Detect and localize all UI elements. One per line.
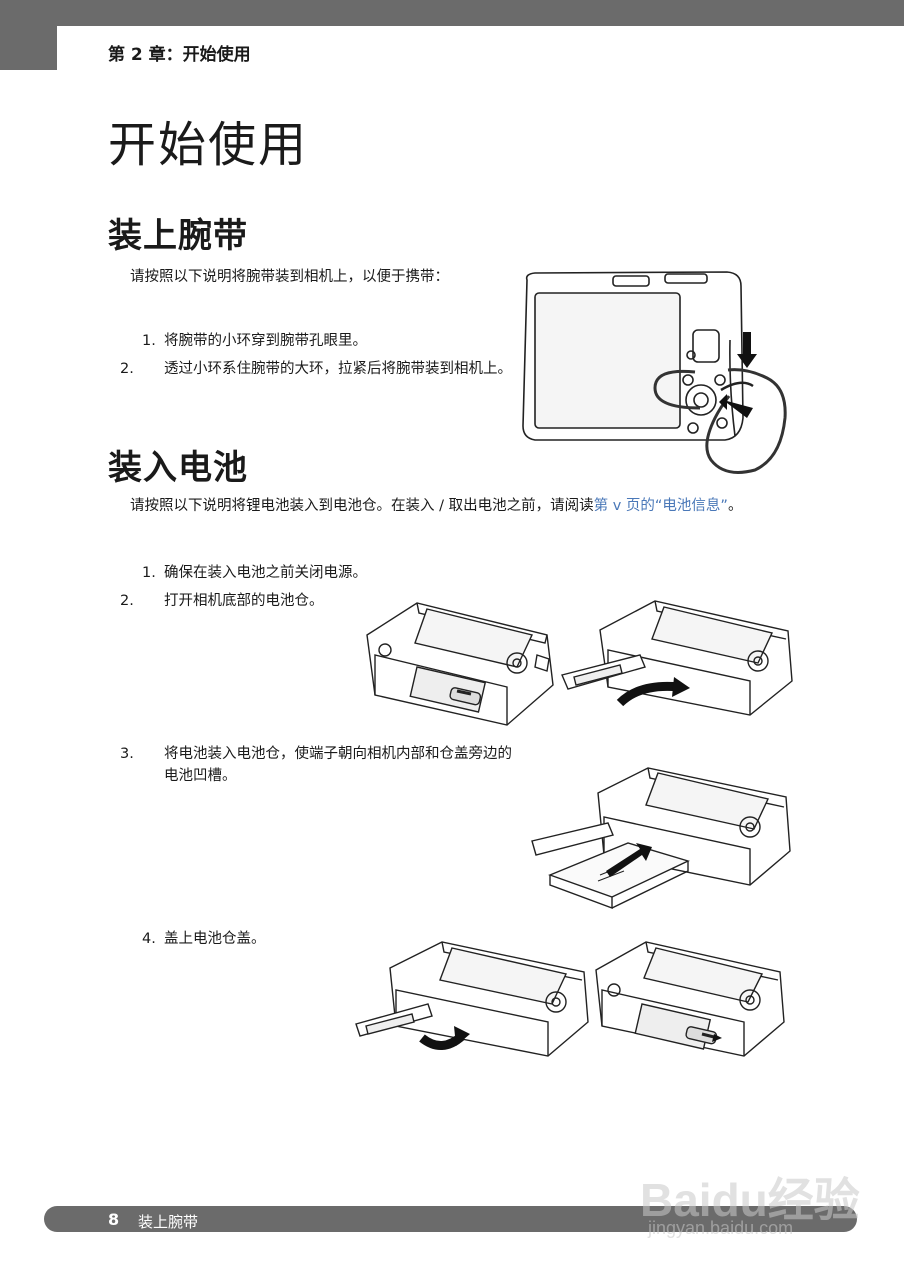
strap-step-1: 1. 将腕带的小环穿到腕带孔眼里。 bbox=[142, 330, 502, 352]
page-title: 开始使用 bbox=[108, 117, 309, 173]
step-text: 盖上电池仓盖。 bbox=[164, 931, 266, 947]
step-text: 打开相机底部的电池仓。 bbox=[164, 593, 324, 609]
battery-step-4: 4. 盖上电池仓盖。 bbox=[142, 928, 342, 950]
battery-step-1: 1. 确保在装入电池之前关闭电源。 bbox=[142, 562, 502, 584]
footer-bar bbox=[44, 1206, 857, 1232]
step-number: 4. bbox=[142, 931, 156, 947]
header-block bbox=[0, 26, 57, 70]
open-compartment-illustration-b bbox=[560, 595, 795, 720]
strap-illustration bbox=[515, 268, 805, 483]
step-number: 1. bbox=[142, 565, 156, 581]
strap-intro: 请按照以下说明将腕带装到相机上，以便于携带： bbox=[130, 269, 449, 285]
step-number: 2. bbox=[120, 593, 134, 609]
header-bar bbox=[0, 0, 904, 26]
step-number: 3. bbox=[120, 746, 134, 762]
baidu-watermark: Baidu经验 jingyan.baidu.com bbox=[640, 1150, 860, 1245]
battery-info-link[interactable]: 第 v 页的“电池信息” bbox=[593, 498, 728, 514]
step-number: 1. bbox=[142, 333, 156, 349]
strap-step-2: 2. 透过小环系住腕带的大环，拉紧后将腕带装到相机上。 bbox=[120, 358, 519, 380]
footer-page-number: 8 bbox=[108, 1210, 120, 1229]
open-compartment-illustration-a bbox=[357, 595, 562, 740]
watermark-url: jingyan.baidu.com bbox=[648, 1218, 794, 1238]
insert-battery-illustration bbox=[528, 763, 793, 913]
battery-intro-end: 。 bbox=[727, 498, 743, 514]
battery-heading: 装入电池 bbox=[108, 448, 248, 488]
chapter-label: 第 2 章：开始使用 bbox=[108, 45, 251, 65]
close-compartment-illustration-b bbox=[590, 938, 790, 1068]
step-text: 确保在装入电池之前关闭电源。 bbox=[164, 565, 367, 581]
battery-intro: 请按照以下说明将锂电池装入到电池仓。在装入 / 取出电池之前，请阅读第 v 页的… bbox=[130, 495, 800, 518]
battery-step-2: 2. 打开相机底部的电池仓。 bbox=[120, 590, 359, 612]
step-text: 将电池装入电池仓，使端子朝向相机内部和仓盖旁边的电池凹槽。 bbox=[164, 746, 512, 784]
step-text: 透过小环系住腕带的大环，拉紧后将腕带装到相机上。 bbox=[164, 361, 512, 377]
step-text: 将腕带的小环穿到腕带孔眼里。 bbox=[164, 333, 367, 349]
battery-intro-text: 请按照以下说明将锂电池装入到电池仓。在装入 / 取出电池之前，请阅读 bbox=[130, 498, 594, 514]
footer-section-label: 装上腕带 bbox=[138, 1213, 199, 1231]
strap-heading: 装上腕带 bbox=[108, 216, 248, 256]
watermark-logo: Baidu经验 bbox=[640, 1174, 860, 1226]
close-compartment-illustration-a bbox=[352, 938, 592, 1063]
step-number: 2. bbox=[120, 361, 134, 377]
battery-step-3: 3. 将电池装入电池仓，使端子朝向相机内部和仓盖旁边的电池凹槽。 bbox=[120, 743, 519, 787]
